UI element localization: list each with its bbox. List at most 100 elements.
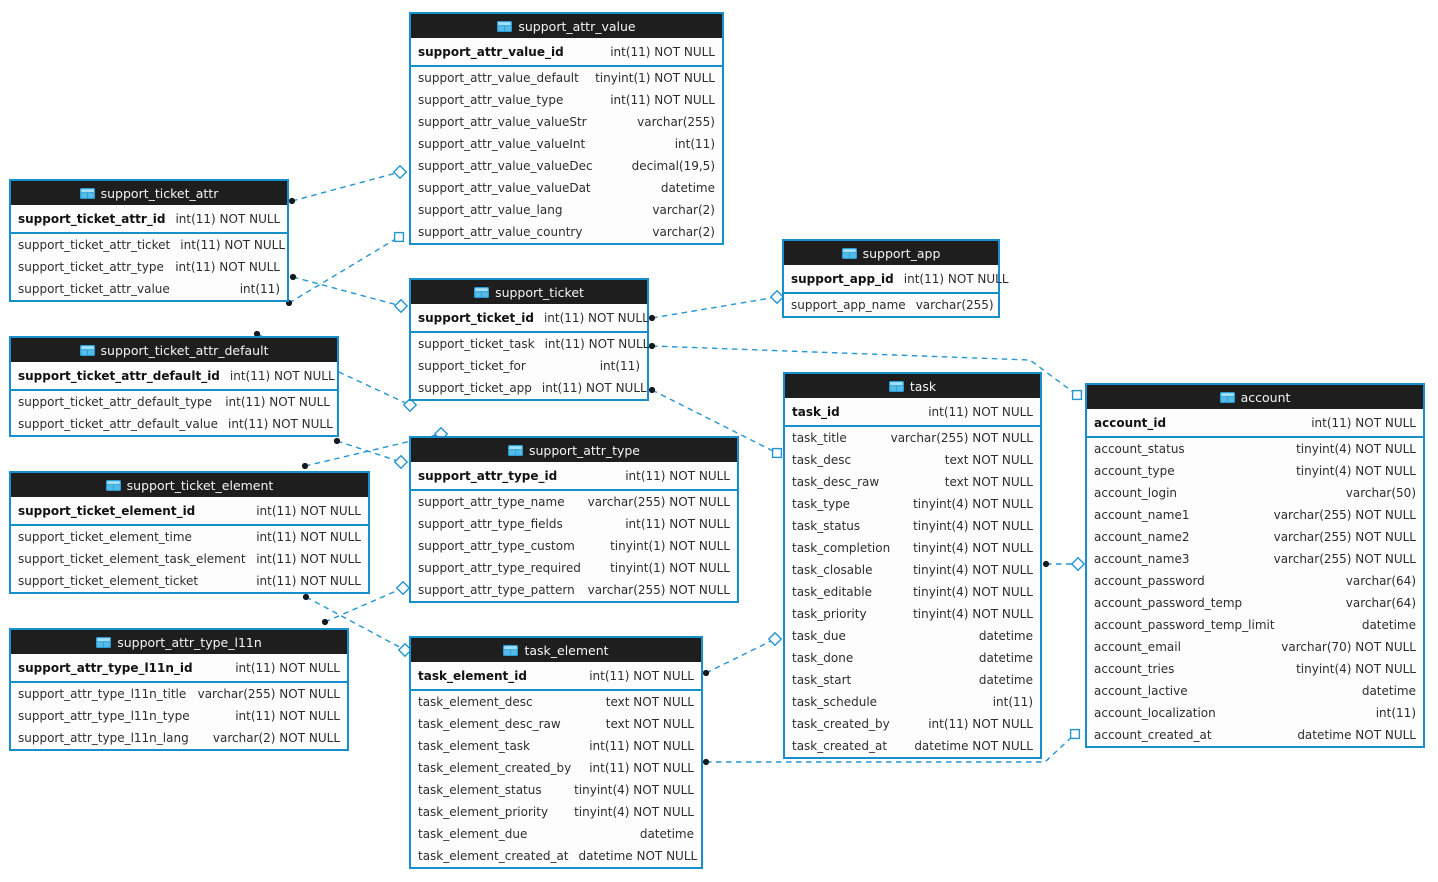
relationship-task-to-account[interactable] — [1042, 556, 1086, 572]
relationship-task_element-to-task[interactable] — [702, 631, 783, 677]
relationship-line[interactable] — [705, 638, 776, 674]
relationship-support_attr_type_l11n-to-support_attr_type[interactable] — [321, 580, 411, 626]
relationship-support_ticket-to-task[interactable] — [648, 386, 783, 459]
relationship-line[interactable] — [304, 433, 442, 467]
relationship-line[interactable] — [305, 596, 406, 651]
relationship-support_ticket_attr-to-support_attr_value[interactable] — [288, 164, 408, 205]
relationship-support_ticket-to-support_app[interactable] — [648, 289, 785, 322]
relationship-task_element-to-account[interactable] — [702, 728, 1081, 766]
table-header[interactable]: support_attr_type_l11n — [11, 630, 347, 655]
relationship-support_ticket_attr-to-support_attr_value-2[interactable] — [285, 231, 405, 307]
table-header[interactable]: support_ticket — [411, 280, 647, 305]
relationship-line[interactable] — [291, 171, 401, 202]
relationship-support_ticket_attr-to-support_ticket[interactable] — [289, 273, 409, 314]
relationship-line[interactable] — [292, 276, 402, 307]
table-header[interactable]: support_attr_type — [411, 438, 737, 463]
relationship-line[interactable] — [651, 389, 778, 454]
table-header[interactable]: support_ticket_attr — [11, 181, 287, 206]
table-header[interactable]: support_attr_value — [411, 14, 722, 39]
relationship-support_ticket_element-to-task_element[interactable] — [302, 593, 413, 658]
relationship-line[interactable] — [336, 440, 402, 463]
relationship-line[interactable] — [324, 587, 404, 623]
relationship-line[interactable] — [288, 236, 400, 304]
table-header[interactable]: task — [785, 374, 1040, 399]
relationship-support_ticket_attr_default-to-support_attr_type[interactable] — [333, 437, 409, 470]
table-header[interactable]: support_ticket_element — [11, 473, 368, 498]
table-header[interactable]: task_element — [411, 638, 701, 663]
relationship-line[interactable] — [651, 296, 778, 319]
